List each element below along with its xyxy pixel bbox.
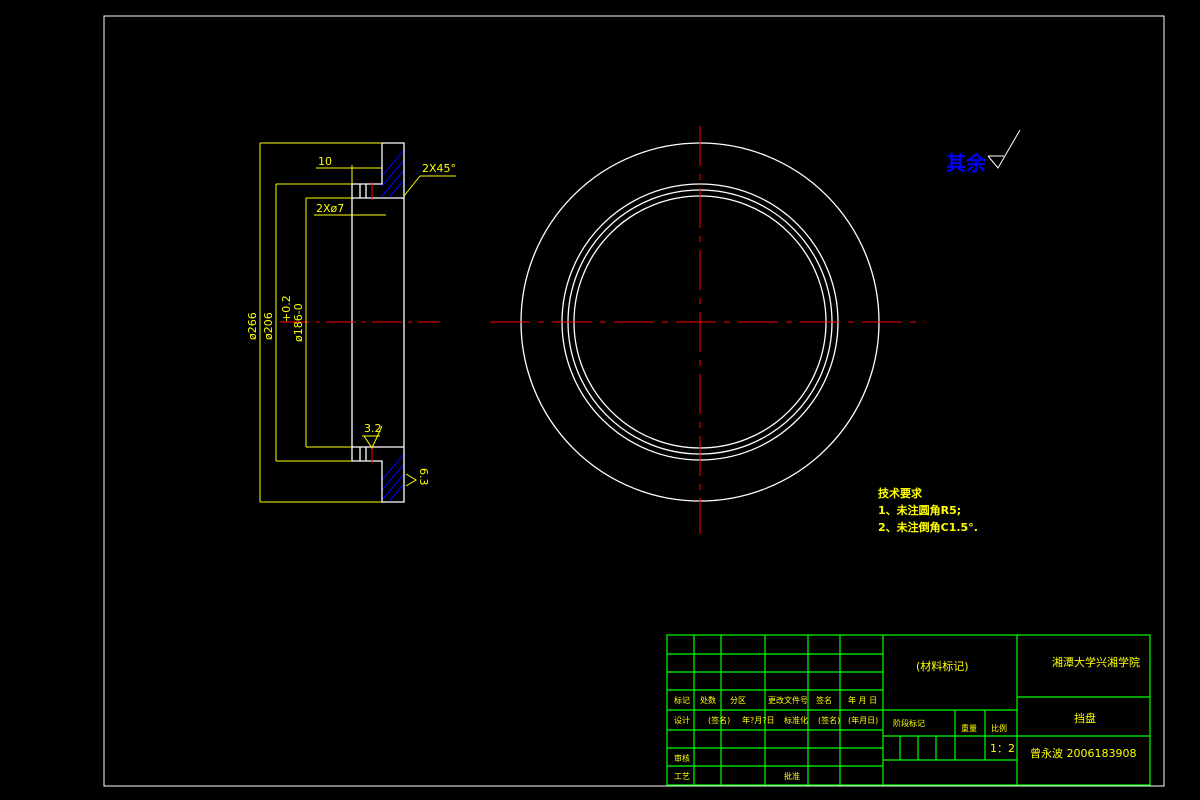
- dim-tol: +0.2: [280, 295, 293, 322]
- front-view-centerlines: [490, 126, 925, 534]
- tb-part-name: 挡盘: [1074, 711, 1096, 725]
- front-view: [490, 126, 925, 534]
- tb-label-design: 设计: [674, 715, 690, 725]
- dimension-texts: ø266 ø206 +0.2 ø186-0 10 2Xø7 2X45° 3.2 …: [246, 155, 456, 486]
- section-hatching: [381, 149, 405, 501]
- roughness-note-text: 其余: [946, 151, 987, 175]
- tech-req-item-2: 2、未注倒角C1.5°.: [878, 520, 978, 534]
- tb-label-process: 工艺: [674, 772, 690, 781]
- dim-rough63: 6.3: [417, 468, 430, 486]
- tb-label-sign3: (签名): [818, 715, 840, 725]
- title-block-texts: 标记 处数 分区 更改文件号 签名 年 月 日 设计 (签名) 年?月?日 标准…: [674, 655, 1140, 781]
- dim-d186: ø186-0: [292, 303, 305, 342]
- tb-label-date: 年 月 日: [848, 695, 877, 705]
- dim-d266: ø266: [246, 312, 259, 340]
- tb-label-date2: 年?月?日: [742, 715, 775, 725]
- dim-rough32: 3.2: [364, 422, 382, 435]
- drawing-frame: [103, 15, 1165, 787]
- tb-label-weight: 重量: [961, 723, 977, 733]
- tb-label-sign2: (签名): [708, 715, 730, 725]
- tb-scale: 1：2: [990, 742, 1015, 755]
- tb-label-approve: 批准: [784, 771, 800, 781]
- section-outline: [351, 142, 405, 503]
- section-view: ø266 ø206 +0.2 ø186-0 10 2Xø7 2X45° 3.2 …: [246, 142, 456, 503]
- tb-label-standard: 标准化: [784, 715, 808, 725]
- title-block: 标记 处数 分区 更改文件号 签名 年 月 日 设计 (签名) 年?月?日 标准…: [666, 634, 1151, 786]
- tb-label-zone: 分区: [730, 696, 746, 705]
- tb-school: 湘潭大学兴湘学院: [1052, 655, 1140, 669]
- title-block-grid: [666, 634, 1151, 786]
- dim-d206: ø206: [262, 312, 275, 340]
- tech-req-title: 技术要求: [878, 486, 923, 500]
- tb-label-ratio: 比例: [991, 723, 1007, 733]
- tb-student: 曾永波 2006183908: [1030, 746, 1136, 760]
- roughness-note: 其余: [946, 129, 1021, 175]
- dimension-lines: [259, 142, 456, 503]
- dim-chamfer: 2X45°: [422, 162, 456, 175]
- tb-label-stage: 阶段标记: [893, 718, 925, 728]
- technical-requirements: 技术要求 1、未注圆角R5; 2、未注倒角C1.5°.: [878, 486, 978, 534]
- tb-label-sign: 签名: [816, 695, 832, 705]
- tb-material: (材料标记): [916, 659, 969, 673]
- roughness-check-icon: [987, 129, 1021, 169]
- tb-label-count: 处数: [700, 695, 716, 705]
- dim-holes: 2Xø7: [316, 202, 344, 215]
- tb-label-mark: 标记: [674, 695, 690, 705]
- tb-label-doc: 更改文件号: [768, 695, 808, 705]
- tb-label-review: 审核: [674, 753, 690, 763]
- frame-border: [103, 15, 1165, 787]
- dim-len10: 10: [318, 155, 332, 168]
- tech-req-item-1: 1、未注圆角R5;: [878, 503, 961, 517]
- tb-label-date3: (年月日): [848, 715, 878, 725]
